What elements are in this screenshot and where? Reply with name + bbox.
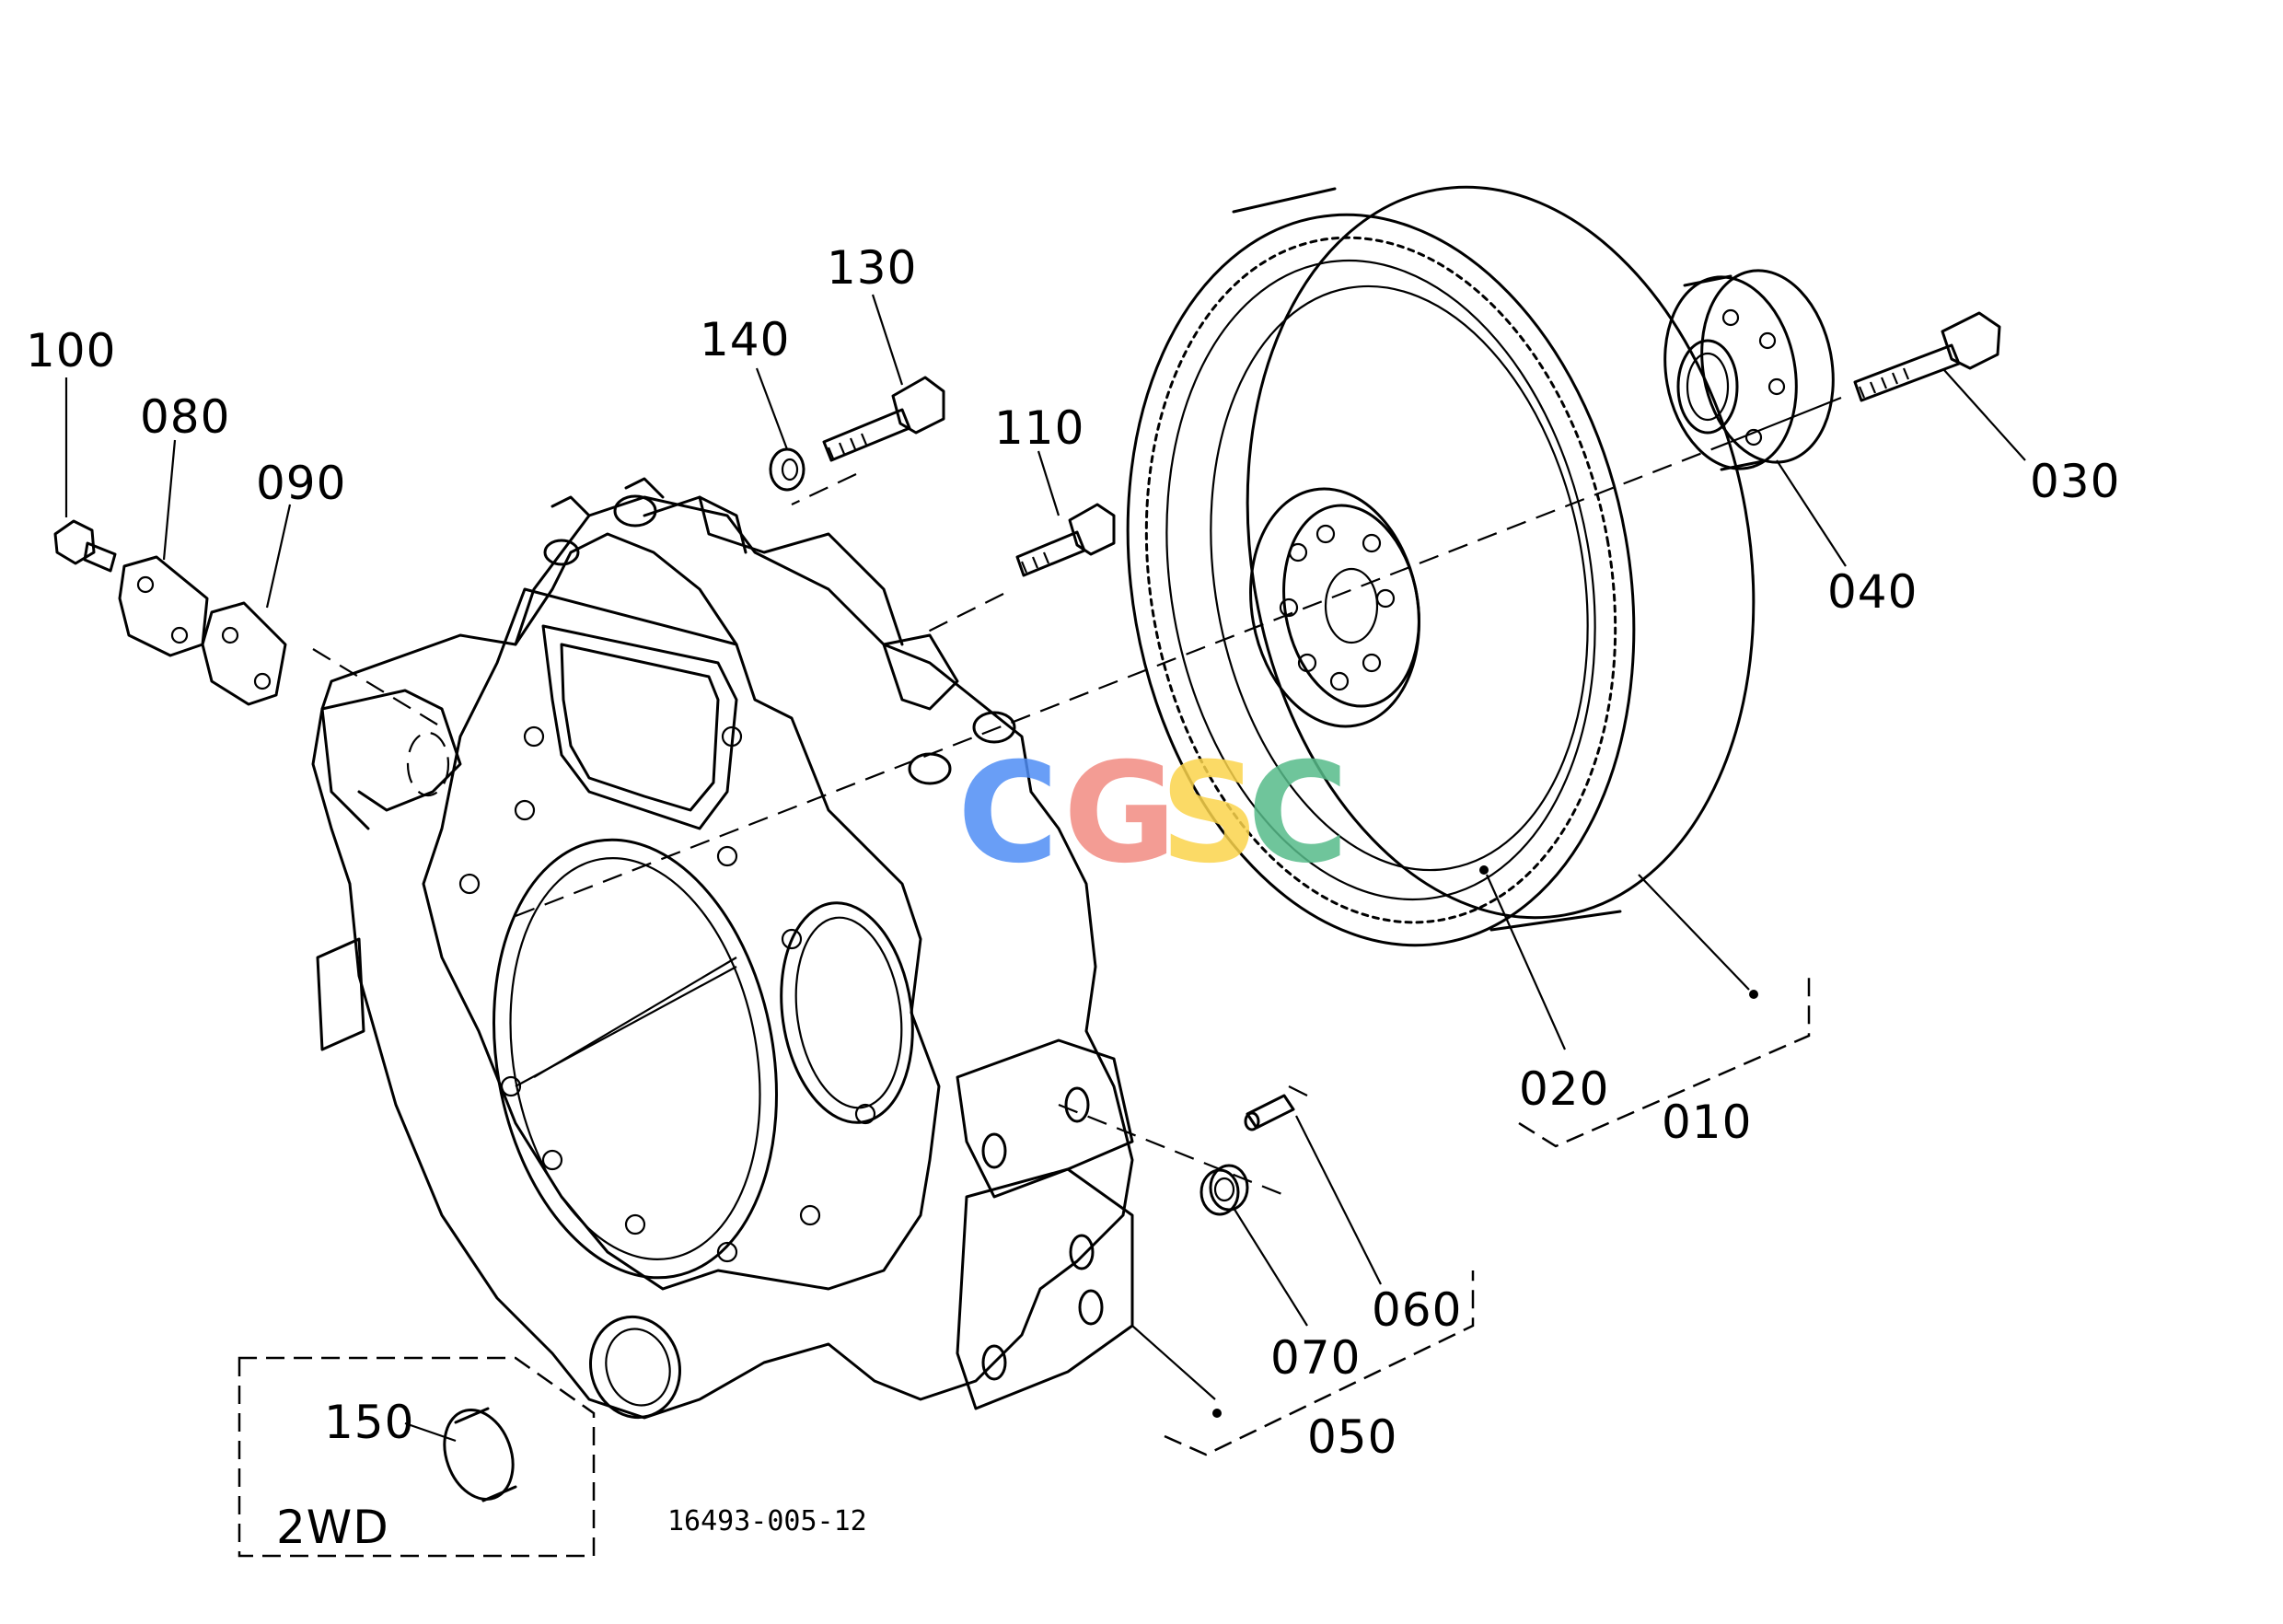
flywheel-housing (311, 477, 1222, 1420)
watermark: C G S C (957, 734, 1349, 894)
callout-010: 010 (1662, 1096, 1752, 1149)
callout-030: 030 (2030, 455, 2120, 508)
callout-150: 150 (324, 1396, 414, 1449)
coupling (1663, 269, 1835, 471)
callouts: 100 080 090 140 130 110 030 040 020 010 … (26, 241, 2120, 1554)
bolt-110 (1015, 503, 1116, 577)
bolt-130 (822, 376, 945, 462)
bolt-030 (1853, 311, 2001, 402)
callout-060: 060 (1372, 1283, 1462, 1337)
plug-150 (443, 1407, 517, 1502)
washer-140 (769, 447, 805, 492)
callout-090: 090 (256, 457, 346, 510)
watermark-letter-4: C (1247, 734, 1349, 894)
gasket-090 (201, 601, 287, 706)
group-label-2wd: 2WD (276, 1501, 389, 1554)
callout-140: 140 (700, 313, 790, 366)
flywheel (1126, 185, 1758, 999)
pin-060 (1244, 1094, 1295, 1131)
callout-080: 080 (140, 390, 230, 444)
callout-040: 040 (1827, 565, 1918, 619)
callout-050: 050 (1307, 1410, 1397, 1464)
watermark-letter-2: G (1063, 734, 1176, 894)
callout-020: 020 (1519, 1062, 1609, 1116)
callout-070: 070 (1270, 1331, 1361, 1385)
watermark-letter-3: S (1160, 734, 1259, 894)
bolt-100 (53, 519, 117, 573)
leader-lines (64, 294, 2026, 1443)
bushing-070 (1199, 1164, 1249, 1216)
watermark-letter-1: C (957, 734, 1059, 894)
assembly-brackets (238, 971, 1811, 1558)
cover-080 (118, 555, 209, 657)
callout-110: 110 (994, 401, 1084, 455)
callout-100: 100 (26, 324, 116, 377)
drawing-number: 16493-005-12 (667, 1505, 867, 1537)
callout-130: 130 (827, 241, 917, 295)
